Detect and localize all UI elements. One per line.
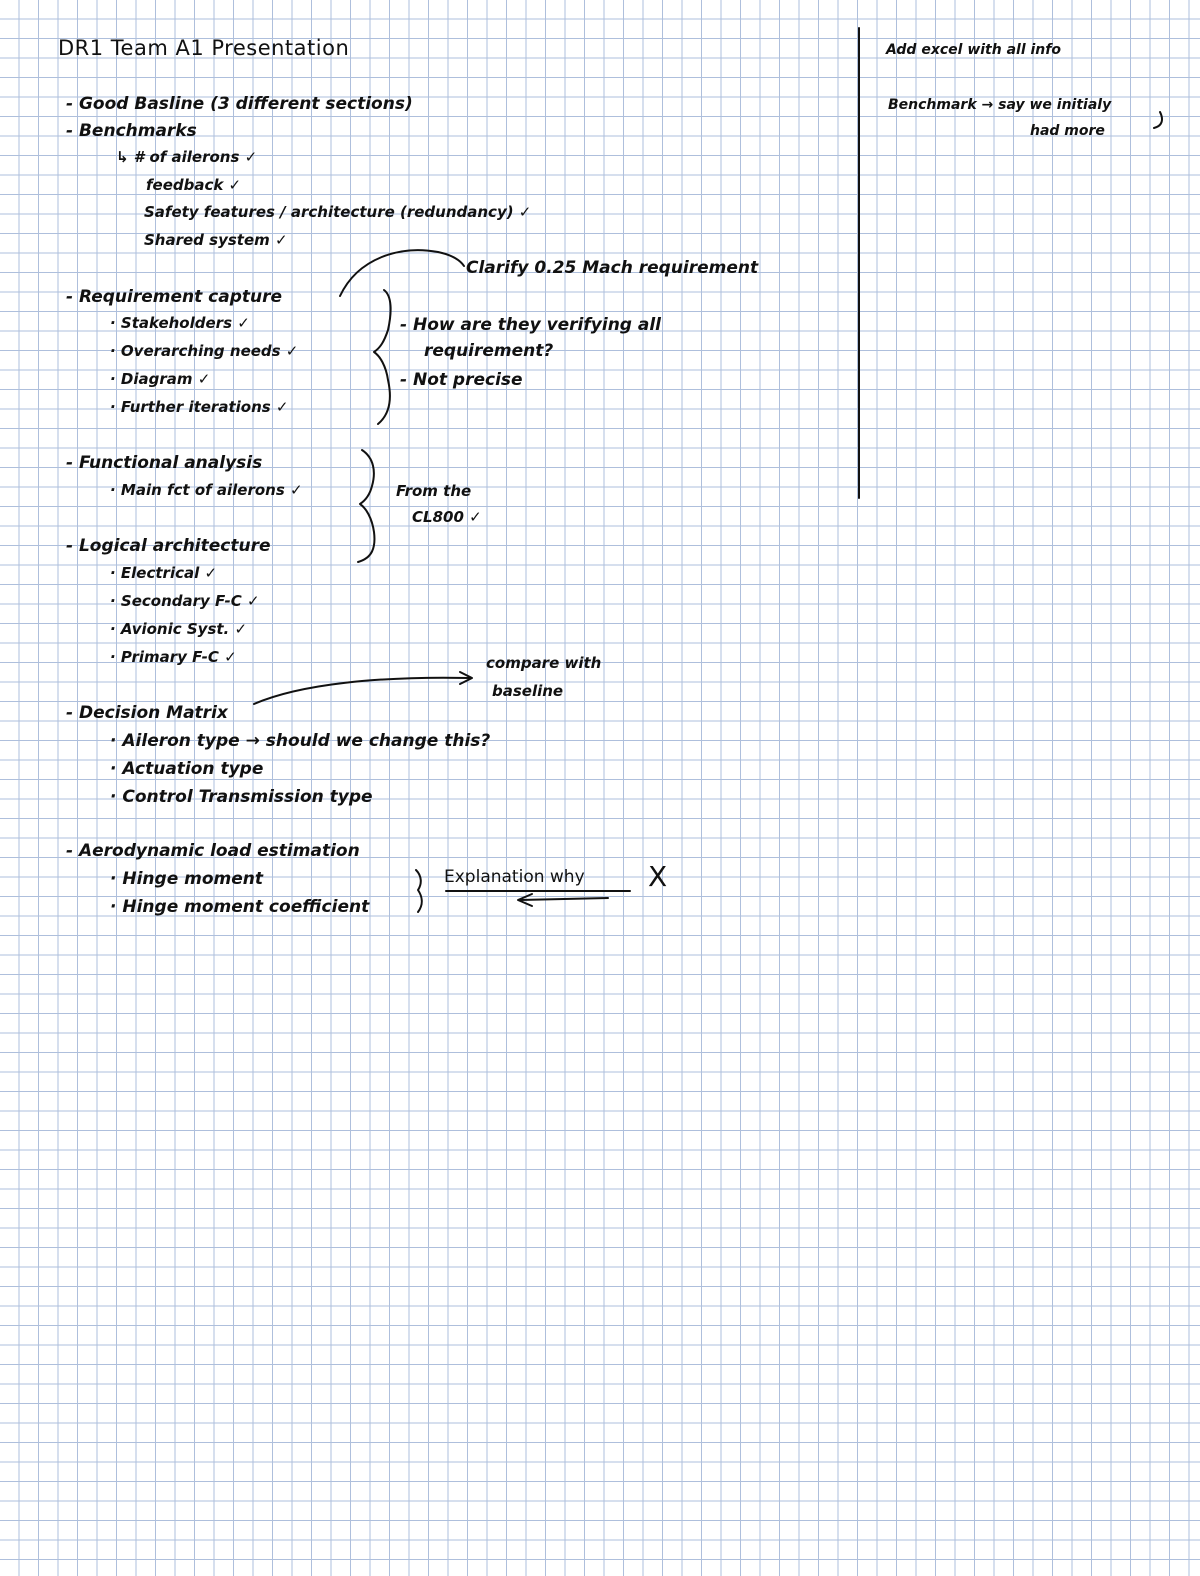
sidebar-note: had more [1030, 123, 1105, 139]
benchmark-item: Safety features / architecture (redundan… [144, 203, 532, 221]
x-mark: X [648, 860, 668, 893]
from-the-note: From the [396, 482, 472, 500]
sidebar-note: Benchmark → say we initialy [888, 97, 1112, 113]
explanation-note: Explanation why [444, 867, 585, 887]
benchmark-item: ↳ # of ailerons ✓ [116, 148, 258, 166]
requirement-item: · Further iterations ✓ [110, 398, 289, 416]
functional-analysis-heading: - Functional analysis [66, 453, 263, 473]
sidebar-note: Add excel with all info [886, 42, 1061, 58]
requirement-item: · Stakeholders ✓ [110, 314, 250, 332]
requirement-comment: - Not precise [400, 370, 523, 390]
logical-item: · Avionic Syst. ✓ [110, 620, 248, 638]
benchmarks-heading: - Benchmarks [66, 121, 197, 141]
explanation-back-arrow-head [517, 893, 533, 907]
logical-item: · Secondary F-C ✓ [110, 592, 260, 610]
aero-load-heading: - Aerodynamic load estimation [66, 841, 360, 861]
compare-note: baseline [492, 682, 564, 700]
from-the-note: CL800 ✓ [412, 508, 482, 526]
sidebar-swoop [1153, 111, 1163, 129]
functional-brace [357, 449, 376, 563]
decision-matrix-heading: - Decision Matrix [66, 703, 228, 723]
page-title: DR1 Team A1 Presentation [58, 36, 350, 60]
compare-arrow [253, 676, 471, 705]
hinge-brace [415, 869, 423, 913]
requirement-item: · Overarching needs ✓ [110, 342, 299, 360]
aero-item: · Hinge moment coefficient [110, 897, 370, 917]
baseline-line: - Good Basline (3 different sections) [66, 94, 413, 114]
logical-item: · Electrical ✓ [110, 564, 218, 582]
decision-item: · Actuation type [110, 759, 264, 779]
requirement-brace [373, 289, 392, 425]
requirement-comment: requirement? [424, 341, 554, 361]
explanation-back-arrow [519, 897, 609, 901]
requirement-capture-heading: - Requirement capture [66, 287, 283, 307]
requirement-item: · Diagram ✓ [110, 370, 211, 388]
logical-item: · Primary F-C ✓ [110, 648, 237, 666]
compare-arrow-head [459, 671, 473, 685]
functional-item: · Main fct of ailerons ✓ [110, 481, 303, 499]
clarify-note: Clarify 0.25 Mach requirement [466, 258, 759, 278]
compare-note: compare with [486, 654, 602, 672]
decision-item: · Aileron type → should we change this? [110, 731, 491, 751]
clarify-arc [339, 249, 465, 297]
requirement-comment: - How are they verifying all [400, 315, 662, 335]
benchmark-item: feedback ✓ [146, 176, 242, 194]
aero-item: · Hinge moment [110, 869, 264, 889]
logical-architecture-heading: - Logical architecture [66, 536, 271, 556]
benchmark-item: Shared system ✓ [144, 231, 288, 249]
decision-item: · Control Transmission type [110, 787, 373, 807]
